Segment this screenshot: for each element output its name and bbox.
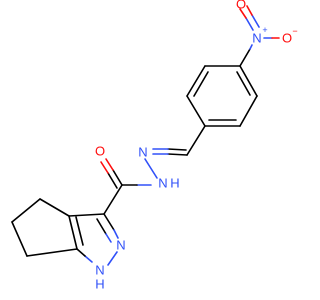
bond [105,158,114,171]
bond [68,215,78,250]
bond [107,172,118,189]
hydrazone-linker: N N H [121,125,206,191]
bond [167,153,188,156]
bond [113,229,119,239]
bond [246,5,253,16]
nitro-oxygen-top-label: O [236,0,246,12]
cyclopentane-ring [11,198,78,257]
hydrazide-hydrogen-label: H [170,176,179,191]
nitro-nitrogen-charge: + [262,25,267,35]
nitro-nitrogen-label: N [252,31,261,46]
bond [239,8,247,19]
pyrazole-ring: N N H [68,213,126,292]
nitro-group: N + O − O [236,0,298,67]
bond [251,14,260,28]
bond [68,213,105,217]
nitro-oxygen-right-label: O [282,31,292,46]
bond [186,95,206,127]
bond [76,248,86,257]
bond [239,48,251,67]
pyrazole-n2-label: N [116,238,125,253]
pyrazole-n1-label: N [95,263,104,278]
bond [100,161,109,174]
bond [249,44,253,50]
bond [245,17,254,31]
bond [75,216,84,246]
bond [11,221,28,257]
bond [236,71,251,96]
bond [239,95,258,127]
bond [144,158,158,179]
bond [186,65,206,97]
molecule-diagram: N + O − O N N H O [11,0,298,292]
carbonyl-group: O [95,144,123,215]
benzene-ring [186,65,258,127]
bond [105,233,112,243]
bond [84,255,93,263]
bond [112,169,123,186]
bond [103,184,123,215]
bond [167,148,187,151]
bond [193,71,209,97]
imine-nitrogen-label: N [138,145,147,160]
structure-svg: N + O − O N N H O [11,0,298,292]
hydrazide-nitrogen-label: N [158,176,167,191]
bond [103,213,115,231]
pyrazole-n1-hydrogen-label: H [95,277,104,292]
bond [239,65,258,97]
bond [107,251,118,266]
bond [26,248,78,257]
bond [186,125,206,156]
bond [11,198,41,223]
carbonyl-oxygen-label: O [95,144,105,159]
bond [96,218,107,235]
nitro-oxygen-charge: − [292,26,297,36]
bond [39,198,70,217]
